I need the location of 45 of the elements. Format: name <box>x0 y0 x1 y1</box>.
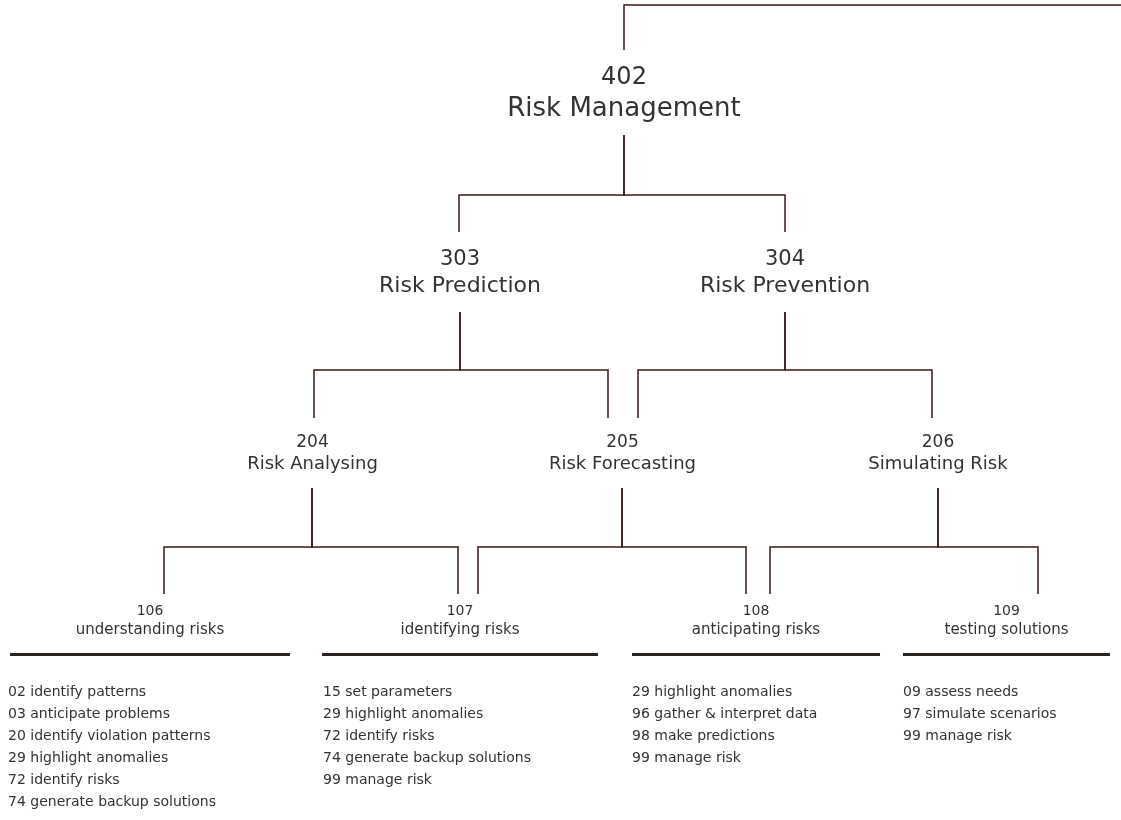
node-title: understanding risks <box>75 619 225 639</box>
list-item: 09 assess needs <box>903 682 1020 701</box>
list-item: 15 set parameters <box>323 682 454 701</box>
list-item: 97 simulate scenarios <box>903 704 1057 723</box>
list-item: 29 highlight anomalies <box>323 704 485 723</box>
node-number: 204 <box>296 431 329 453</box>
connector-line <box>623 4 1121 51</box>
list-item: 96 gather & interpret data <box>632 704 818 723</box>
node-number: 106 <box>136 602 164 620</box>
node-number: 402 <box>601 61 647 92</box>
list-item: 99 manage risk <box>632 748 742 767</box>
list-item: 72 identify risks <box>323 726 436 745</box>
list-item: 29 highlight anomalies <box>632 682 794 701</box>
connector-line <box>937 487 1039 595</box>
node-number: 206 <box>921 431 955 453</box>
list-item: 74 generate backup solutions <box>8 792 216 811</box>
list-item: 72 identify risks <box>8 770 121 789</box>
node-title: Risk Forecasting <box>548 452 696 475</box>
node-title: testing solutions <box>944 619 1069 639</box>
node-number: 108 <box>742 602 770 620</box>
list-item: 03 anticipate problems <box>8 704 171 723</box>
node-title: identifying risks <box>400 619 520 639</box>
node-title: anticipating risks <box>691 619 821 639</box>
list-item: 98 make predictions <box>632 726 776 745</box>
list-item: 74 generate backup solutions <box>323 748 531 767</box>
connector-line <box>623 134 786 233</box>
list-item: 20 identify violation patterns <box>8 726 212 745</box>
node-title: Risk Analysing <box>247 452 378 475</box>
connector-line <box>621 487 747 595</box>
connector-line <box>459 311 609 419</box>
list-item: 29 highlight anomalies <box>8 748 170 767</box>
node-number: 205 <box>606 431 639 453</box>
list-item: 02 identify patterns <box>8 682 148 701</box>
node-title: Risk Prediction <box>379 271 541 299</box>
connector-line <box>784 311 933 419</box>
node-number: 109 <box>993 602 1020 620</box>
connector-line <box>311 487 459 595</box>
node-title: Risk Management <box>507 91 741 124</box>
node-title: Simulating Risk <box>868 452 1008 475</box>
node-number: 107 <box>446 602 474 620</box>
list-item: 99 manage risk <box>323 770 433 789</box>
node-title: Risk Prevention <box>699 271 871 299</box>
list-item: 99 manage risk <box>903 726 1013 745</box>
node-number: 303 <box>439 245 481 272</box>
node-number: 304 <box>764 245 806 272</box>
